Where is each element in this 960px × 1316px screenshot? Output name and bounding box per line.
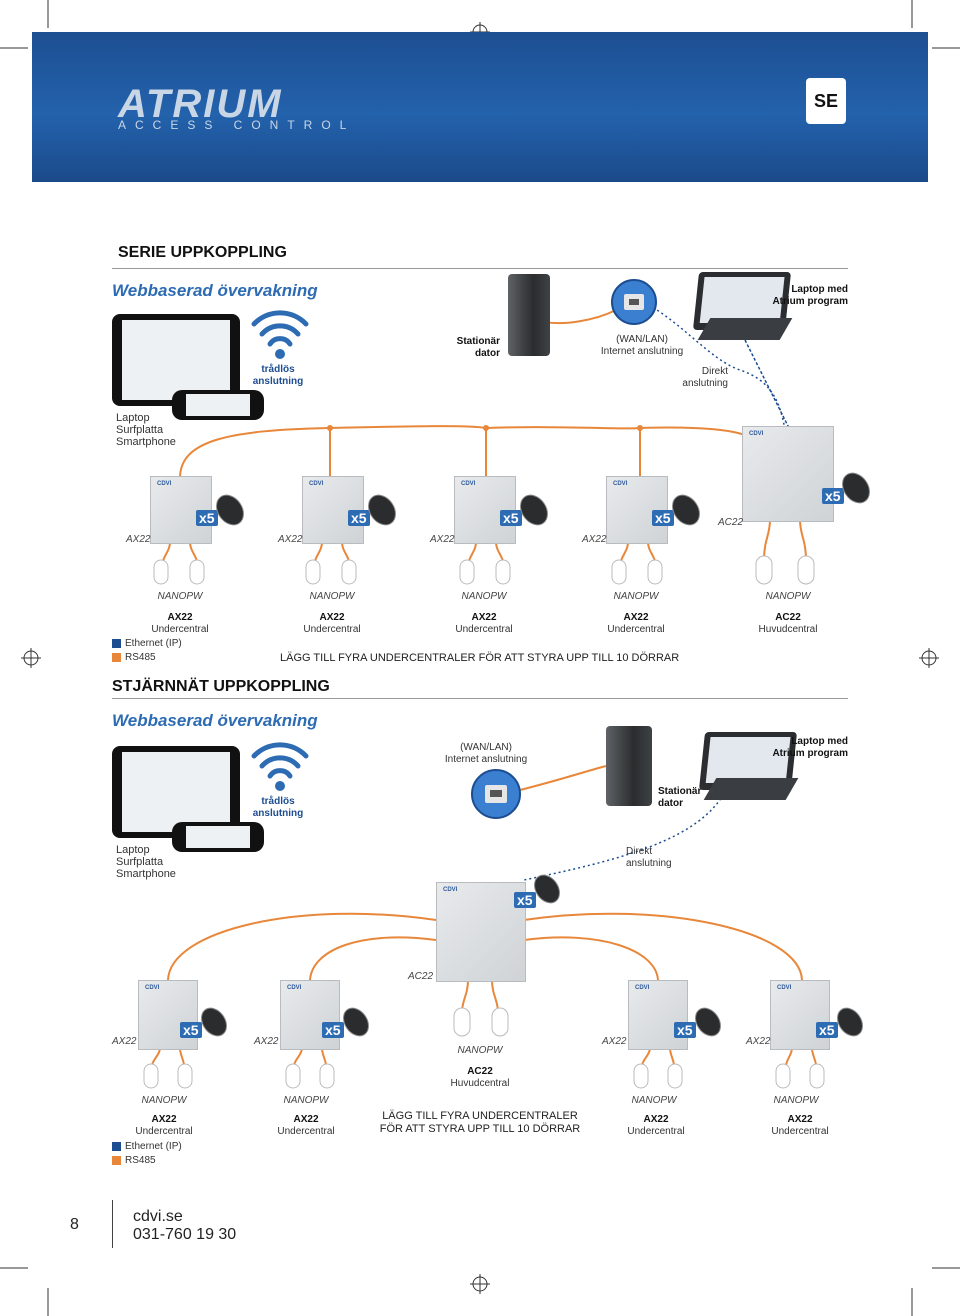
serie-legend-ethernet: Ethernet (IP) <box>112 638 182 650</box>
serie-subtitle: Webbaserad övervakning <box>112 281 318 300</box>
serie-ac22-short: AC22 <box>718 517 744 528</box>
smartphone-device <box>172 390 264 420</box>
serie-ax22-short-4: AX22 <box>582 534 607 545</box>
serie-ac22-panel: CDVI <box>742 426 834 522</box>
star-ax22-short-4: AX22 <box>746 1036 771 1047</box>
star-wireless-label: trådlös anslutning <box>252 796 304 819</box>
serie-direct-label: Direkt anslutning <box>682 366 728 389</box>
star-ax22-short-2: AX22 <box>254 1036 279 1047</box>
internet-globe-icon <box>611 279 657 325</box>
serie-nanopw-5: NANOPW <box>765 591 811 602</box>
footer-site: cdvi.se <box>133 1208 183 1225</box>
serie-ax22-short-3: AX22 <box>430 534 455 545</box>
serie-devices-label: Laptop Surfplatta Smartphone <box>116 412 176 448</box>
star-ax22-short-3: AX22 <box>602 1036 627 1047</box>
star-laptop-atrium-label: Laptop med Atrium program <box>772 736 848 759</box>
star-legend-rs485: RS485 <box>112 1155 156 1167</box>
star-legend-ethernet: Ethernet (IP) <box>112 1141 182 1153</box>
star-x5-4: x5 <box>816 1022 838 1038</box>
serie-nanopw-3: NANOPW <box>461 591 507 602</box>
star-internet-globe-icon <box>471 769 521 819</box>
star-ac22-short: AC22 <box>408 971 434 982</box>
serie-nanopw-4: NANOPW <box>613 591 659 602</box>
star-ax22-panel-2: CDVI <box>280 980 340 1050</box>
star-x5-3: x5 <box>674 1022 696 1038</box>
atrium-logo: ATRIUM <box>118 82 283 126</box>
header-banner <box>32 32 928 182</box>
star-rule <box>112 698 848 699</box>
star-wifi-icon <box>251 742 309 791</box>
serie-stationary-label: Stationär dator <box>456 336 500 359</box>
star-nanopw-4: NANOPW <box>773 1095 819 1106</box>
star-nanopw-3: NANOPW <box>631 1095 677 1106</box>
star-nanopw-2: NANOPW <box>283 1095 329 1106</box>
serie-rule <box>112 268 848 269</box>
star-ac22-panel: CDVI <box>436 882 526 982</box>
star-key-fob-main <box>534 874 560 904</box>
serie-title: SERIE UPPKOPPLING <box>118 244 287 261</box>
star-note: LÄGG TILL FYRA UNDERCENTRALER FÖR ATT ST… <box>379 1110 581 1135</box>
star-devices-label: Laptop Surfplatta Smartphone <box>116 844 176 880</box>
star-wan-label: (WAN/LAN) Internet anslutning <box>444 742 528 765</box>
serie-x5-badge-3: x5 <box>500 510 522 526</box>
footer-phone: 031-760 19 30 <box>133 1226 237 1243</box>
serie-note: LÄGG TILL FYRA UNDERCENTRALER FÖR ATT ST… <box>280 652 680 664</box>
serie-wan-label: (WAN/LAN) Internet anslutning <box>600 334 684 357</box>
star-ax22-panel-1: CDVI <box>138 980 198 1050</box>
serie-wireless-label: trådlös anslutning <box>252 364 304 387</box>
serie-nanopw-1: NANOPW <box>157 591 203 602</box>
serie-laptop-atrium-label: Laptop med Atrium program <box>772 284 848 307</box>
star-nanopw-main: NANOPW <box>457 1045 503 1056</box>
footer-contact: cdvi.se 031-760 19 30 <box>133 1208 236 1244</box>
star-ax22-panel-4: CDVI <box>770 980 830 1050</box>
star-smartphone-device <box>172 822 264 852</box>
serie-x5-badge-4: x5 <box>652 510 674 526</box>
atrium-logo-subtitle: ACCESS CONTROL <box>118 118 356 132</box>
star-stationary-pc <box>606 726 652 806</box>
serie-ax22-short-1: AX22 <box>126 534 151 545</box>
stationary-pc <box>508 274 550 356</box>
serie-nanopw-2: NANOPW <box>309 591 355 602</box>
star-ax22-short-1: AX22 <box>112 1036 137 1047</box>
serie-x5-badge-1: x5 <box>196 510 218 526</box>
serie-legend-rs485: RS485 <box>112 652 156 664</box>
star-subtitle: Webbaserad övervakning <box>112 711 318 730</box>
star-nanopw-1: NANOPW <box>141 1095 187 1106</box>
star-direct-label: Direkt anslutning <box>626 846 672 869</box>
serie-x5-badge-2: x5 <box>348 510 370 526</box>
star-ax22-panel-3: CDVI <box>628 980 688 1050</box>
language-badge: SE <box>806 78 846 124</box>
star-x5-1: x5 <box>180 1022 202 1038</box>
star-stationary-label: Stationär dator <box>658 786 702 809</box>
star-x5-2: x5 <box>322 1022 344 1038</box>
wifi-icon <box>251 310 309 359</box>
star-x5-main: x5 <box>514 892 536 908</box>
star-title: STJÄRNNÄT UPPKOPPLING <box>112 678 330 695</box>
serie-x5-badge-5: x5 <box>822 488 844 504</box>
serie-ax22-short-2: AX22 <box>278 534 303 545</box>
page-number: 8 <box>70 1216 79 1233</box>
footer-divider <box>112 1200 113 1248</box>
